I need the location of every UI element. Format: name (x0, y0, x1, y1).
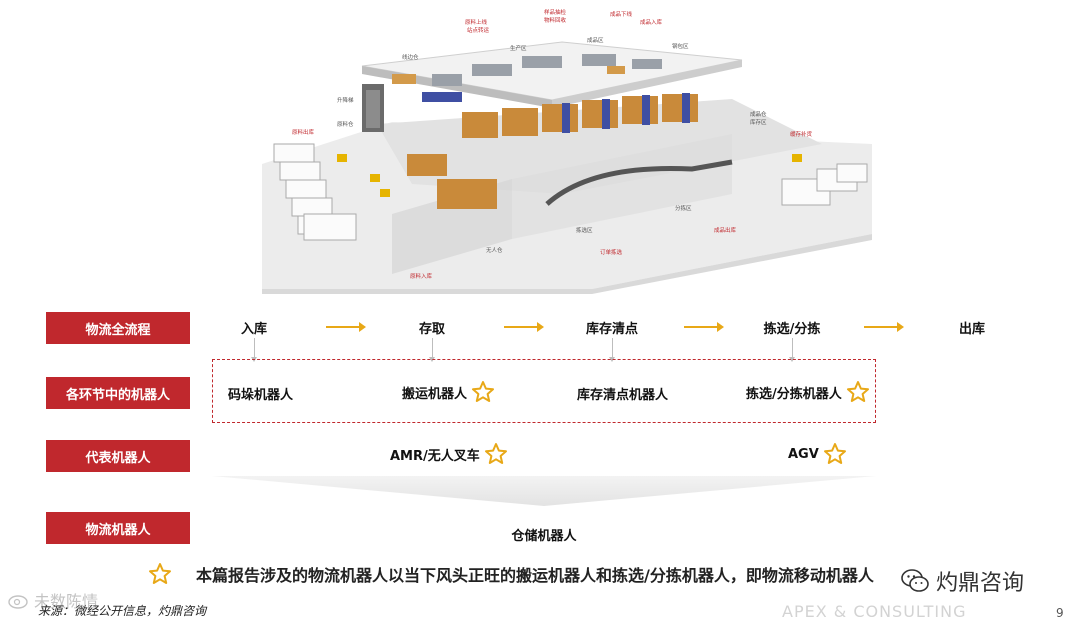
star-icon (472, 381, 495, 402)
illus-label: 生产区 (510, 44, 527, 52)
star-icon (484, 443, 507, 464)
robot-handling: 搬运机器人 (402, 380, 495, 404)
source-text: 来源：微经公开信息，灼鼎咨询 (38, 604, 207, 618)
arrow-right-icon (684, 322, 724, 332)
wechat-icon (901, 569, 929, 592)
note-text: 本篇报告涉及的物流机器人以当下风头正旺的搬运机器人和拣选/分拣机器人，即物流移动… (196, 566, 874, 585)
illus-label: 成品下线 (610, 10, 633, 18)
representative-agv: AGV (788, 442, 847, 466)
robot-palletizing: 码垛机器人 (228, 384, 293, 403)
row-label-robots-per-stage: 各环节中的机器人 (46, 377, 190, 409)
illus-label: 样品抽检 (544, 8, 567, 16)
representative-amr: AMR/无人叉车 (390, 442, 508, 466)
illus-label: 原料上线 (465, 18, 488, 26)
down-arrow-icon (789, 338, 795, 362)
wechat-watermark: 灼鼎咨询 (900, 565, 1024, 597)
down-arrow-icon (429, 338, 435, 362)
illus-label: 物料回收 (544, 16, 567, 24)
star-icon (846, 381, 869, 402)
arrow-right-icon (326, 322, 366, 332)
page-number: 9 (1056, 606, 1064, 620)
star-icon (149, 563, 171, 584)
robots-dashed-frame (212, 359, 876, 423)
brand-watermark: APEX & CONSULTING (782, 602, 967, 621)
robot-inventory-label: 库存清点机器人 (577, 388, 669, 403)
star-icon (823, 443, 846, 464)
left-watermark-text: 未数陈情 (34, 592, 99, 611)
illus-label: 原料仓 (337, 120, 354, 128)
illus-label: 升降梯 (337, 96, 354, 104)
illus-label: 库存区 (750, 118, 767, 126)
left-watermark: 未数陈情 (8, 588, 98, 612)
row-label-logistics-flow: 物流全流程 (46, 312, 190, 344)
robot-picking-label: 拣选/分拣机器人 (746, 386, 842, 402)
representative-amr-label: AMR/无人叉车 (390, 448, 480, 464)
illus-label: 分拣区 (675, 204, 692, 212)
illus-label: 成品出库 (714, 226, 737, 234)
robot-inventory: 库存清点机器人 (577, 384, 668, 403)
illus-label: 站点转运 (467, 26, 490, 34)
illus-label: 钢包区 (672, 42, 689, 50)
robot-handling-label: 搬运机器人 (402, 386, 468, 402)
funnel-shape (212, 476, 876, 506)
illus-label: 原料入库 (410, 272, 433, 280)
illus-label: 原料出库 (292, 128, 315, 136)
stage-storage: 存取 (418, 322, 446, 337)
row-label-representative-robots: 代表机器人 (46, 440, 190, 472)
stage-inbound: 入库 (240, 322, 268, 337)
illus-label: 缓存补货 (790, 130, 813, 138)
robot-palletizing-label: 码垛机器人 (228, 388, 294, 403)
down-arrow-icon (251, 338, 257, 362)
row-label-logistics-robots: 物流机器人 (46, 512, 190, 544)
stage-picking: 拣选/分拣 (763, 322, 821, 337)
stage-inventory: 库存清点 (585, 322, 639, 337)
arrow-right-icon (864, 322, 904, 332)
down-arrow-icon (609, 338, 615, 362)
stage-outbound: 出库 (958, 322, 986, 337)
illus-label: 订单拣选 (600, 248, 623, 256)
illus-label: 成品仓 (750, 110, 767, 118)
robot-picking: 拣选/分拣机器人 (746, 380, 870, 404)
illus-label: 线边仓 (402, 53, 419, 61)
note: 本篇报告涉及的物流机器人以当下风头正旺的搬运机器人和拣选/分拣机器人，即物流移动… (148, 562, 874, 586)
illus-label: 成品入库 (640, 18, 663, 26)
warehouse-robot-text: 仓储机器人 (511, 529, 577, 544)
wechat-watermark-text: 灼鼎咨询 (936, 571, 1025, 596)
representative-agv-label: AGV (788, 446, 819, 462)
arrow-right-icon (504, 322, 544, 332)
illus-label: 拣选区 (576, 226, 593, 234)
illus-label: 成品区 (587, 36, 604, 44)
weibo-icon (8, 595, 28, 609)
illus-label: 无人仓 (486, 246, 503, 254)
